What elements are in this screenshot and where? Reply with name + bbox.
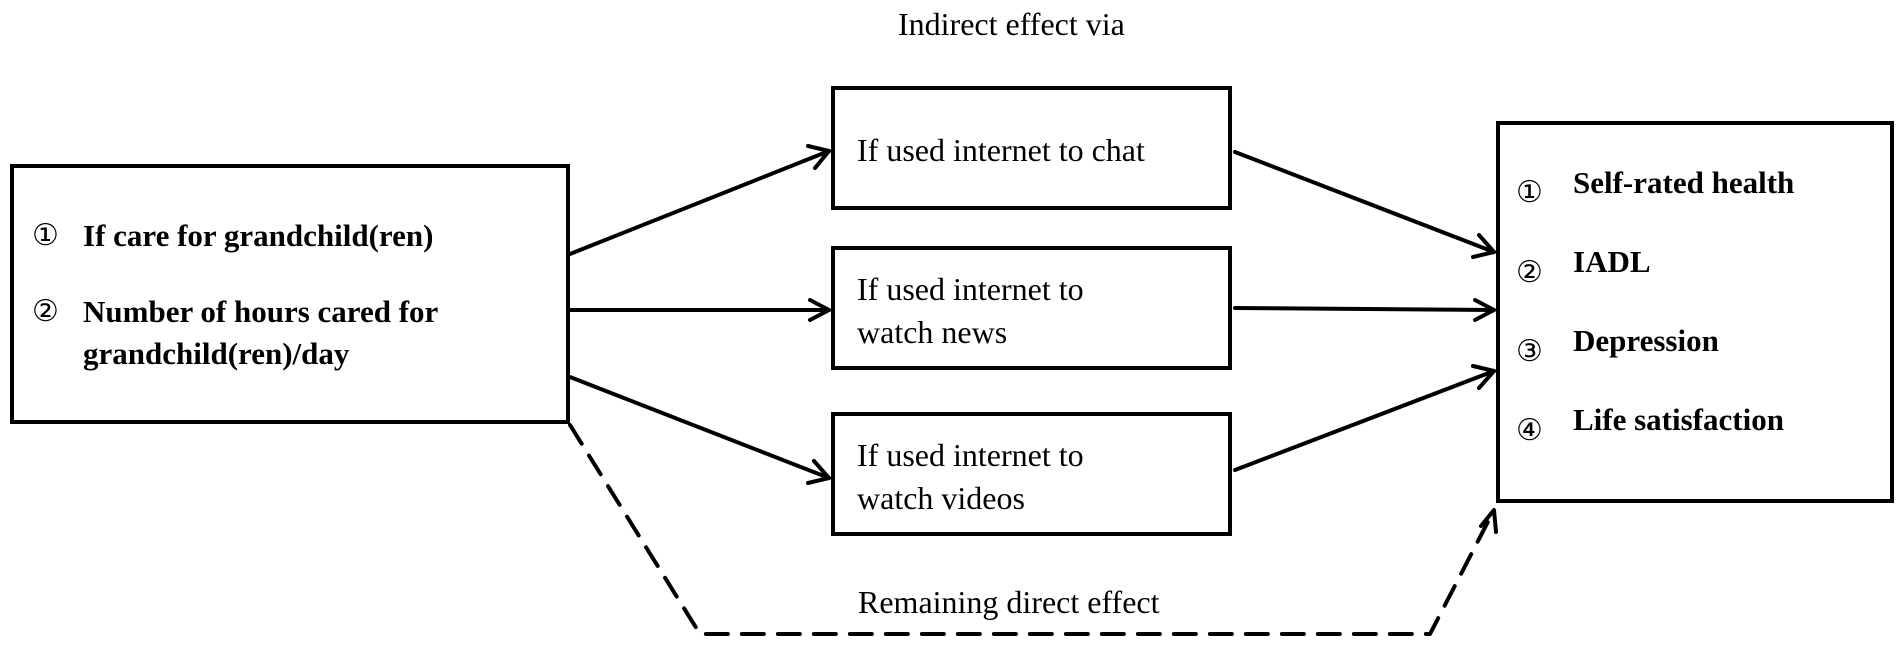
mediator-news-line2: watch news	[857, 314, 1008, 350]
direct-effect-label: Remaining direct effect	[858, 584, 1160, 620]
arrowhead-outcomes-2	[1473, 298, 1496, 322]
outcome-marker-3-icon: ③	[1516, 334, 1543, 369]
direct-effect-path	[568, 423, 1496, 636]
exposure-item-hours-line1: Number of hours cared for	[83, 294, 439, 329]
outcome-marker-4-icon: ④	[1516, 413, 1543, 448]
mediator-news-line1: If used internet to	[857, 271, 1084, 307]
mediator-videos-line2: watch videos	[857, 480, 1025, 516]
arrowhead-news	[808, 298, 831, 322]
marker-1-icon: ①	[32, 218, 59, 253]
mediator-videos-line1: If used internet to	[857, 437, 1084, 473]
arrowhead-videos	[806, 459, 831, 485]
arrowhead-outcomes-3	[1471, 364, 1496, 390]
arrow-care-to-chat	[568, 149, 831, 256]
arrowhead-direct	[1479, 508, 1498, 534]
arrow-chat-to-outcomes	[1233, 150, 1496, 254]
exposure-box: ① If care for grandchild(ren) ② Number o…	[10, 164, 570, 424]
mediator-box-news: If used internet to watch news	[831, 246, 1232, 370]
arrowhead-chat	[806, 144, 831, 170]
exposure-item-hours-line2: grandchild(ren)/day	[83, 336, 350, 371]
outcome-iadl: IADL	[1573, 244, 1651, 279]
outcome-self-rated-health: Self-rated health	[1573, 165, 1795, 200]
outcome-marker-1-icon: ①	[1516, 175, 1543, 210]
outcome-life-satisfaction: Life satisfaction	[1573, 402, 1784, 437]
mediator-box-videos: If used internet to watch videos	[831, 412, 1232, 536]
outcome-marker-2-icon: ②	[1516, 255, 1543, 290]
mediator-box-chat: If used internet to chat	[831, 86, 1232, 210]
arrow-videos-to-outcomes	[1233, 369, 1496, 472]
indirect-effect-label: Indirect effect via	[898, 6, 1125, 42]
outcomes-box: ① Self-rated health ② IADL ③ Depression …	[1496, 121, 1894, 503]
mediator-chat-line1: If used internet to chat	[857, 132, 1145, 168]
arrow-care-to-videos	[568, 375, 831, 480]
arrow-news-to-outcomes	[1233, 306, 1496, 312]
outcome-depression: Depression	[1573, 323, 1719, 358]
marker-2-icon: ②	[32, 294, 59, 329]
arrowhead-outcomes-1	[1471, 233, 1496, 259]
exposure-item-care: If care for grandchild(ren)	[83, 218, 434, 253]
